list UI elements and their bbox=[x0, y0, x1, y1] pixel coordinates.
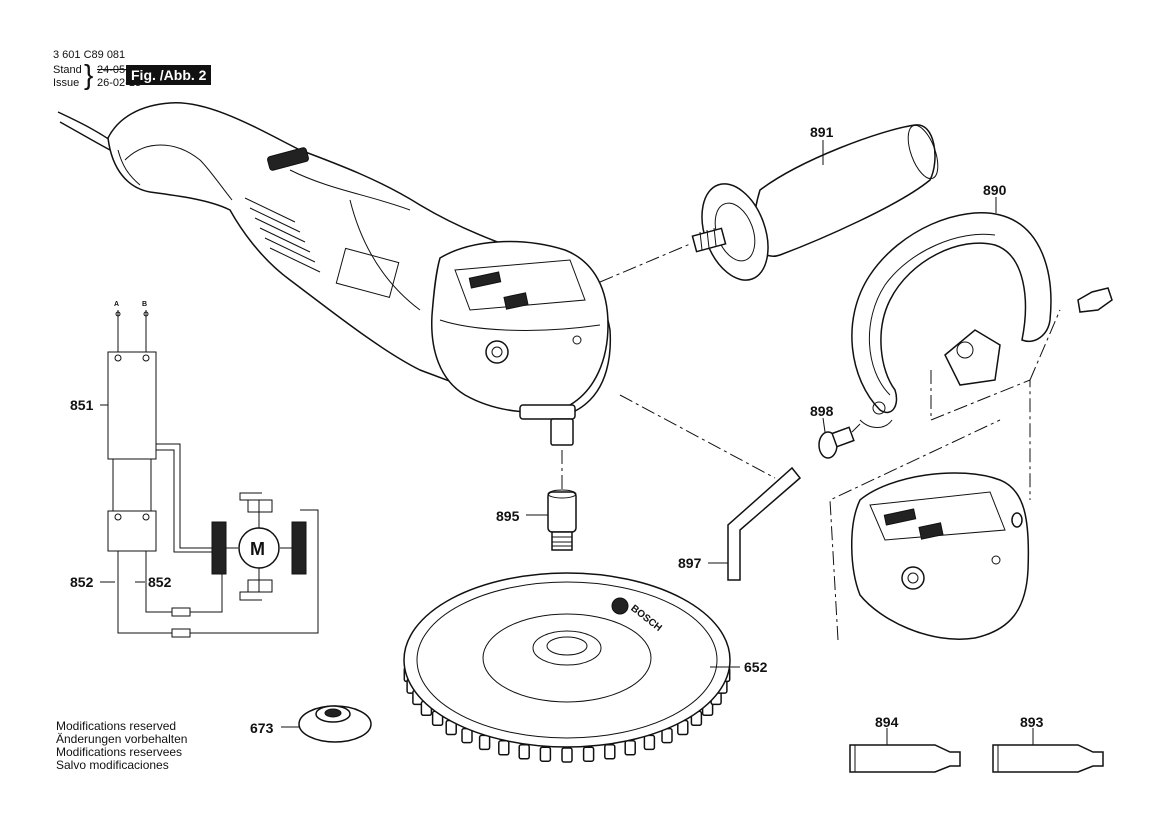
callout-897: 897 bbox=[678, 555, 702, 571]
callout-652: 652 bbox=[744, 659, 768, 675]
grease-tube-894 bbox=[849, 744, 961, 773]
stand-label: Stand bbox=[53, 64, 82, 76]
pad-peg bbox=[604, 744, 616, 760]
adapter-895 bbox=[547, 489, 577, 551]
pad-peg bbox=[498, 740, 510, 756]
callout-851: 851 bbox=[70, 397, 94, 413]
doc-number: 3 601 C89 081 bbox=[53, 49, 126, 61]
modification-notes: Modifications reserved Änderungen vorbeh… bbox=[56, 720, 187, 772]
hex-key-897 bbox=[727, 466, 802, 581]
motor-symbol-label: M bbox=[250, 539, 265, 559]
terminal-b-label: B bbox=[142, 301, 148, 308]
terminal-a-label: A bbox=[114, 301, 120, 308]
assembly-lines bbox=[561, 243, 1061, 641]
backing-pad-652 bbox=[403, 572, 731, 763]
pad-peg bbox=[539, 746, 552, 762]
gear-head-spare bbox=[851, 472, 1030, 640]
component-851 bbox=[107, 351, 157, 460]
polisher-body bbox=[57, 102, 612, 446]
callout-893: 893 bbox=[1020, 714, 1044, 730]
callout-890: 890 bbox=[983, 182, 1007, 198]
note-de: Änderungen vorbehalten bbox=[56, 732, 188, 746]
pad-peg bbox=[643, 734, 656, 751]
pad-peg bbox=[518, 744, 530, 760]
flange-673 bbox=[298, 705, 372, 743]
callout-852-left: 852 bbox=[70, 574, 94, 590]
side-handle-891 bbox=[691, 124, 939, 281]
note-es: Salvo modificaciones bbox=[56, 758, 169, 772]
callout-898: 898 bbox=[810, 403, 834, 419]
bow-handle-890 bbox=[851, 212, 1113, 428]
callout-673: 673 bbox=[250, 720, 274, 736]
callout-852-right: 852 bbox=[148, 574, 172, 590]
grease-tube-893 bbox=[992, 744, 1104, 773]
bolt-898 bbox=[818, 426, 855, 459]
component-852 bbox=[107, 510, 157, 552]
pad-peg bbox=[561, 747, 573, 763]
figure-tag: Fig. /Abb. 2 bbox=[126, 65, 212, 85]
note-en: Modifications reserved bbox=[56, 719, 177, 733]
pad-peg bbox=[478, 734, 491, 751]
pad-peg bbox=[582, 746, 595, 762]
issue-label: Issue bbox=[53, 77, 80, 89]
pad-peg bbox=[624, 740, 636, 756]
callout-894: 894 bbox=[875, 714, 899, 730]
brace: } bbox=[84, 59, 94, 90]
leader-lines bbox=[100, 140, 1034, 745]
callout-895: 895 bbox=[496, 508, 520, 524]
wiring-schematic bbox=[107, 310, 319, 638]
callout-891: 891 bbox=[810, 124, 834, 140]
note-fr: Modifications reservees bbox=[56, 745, 183, 759]
